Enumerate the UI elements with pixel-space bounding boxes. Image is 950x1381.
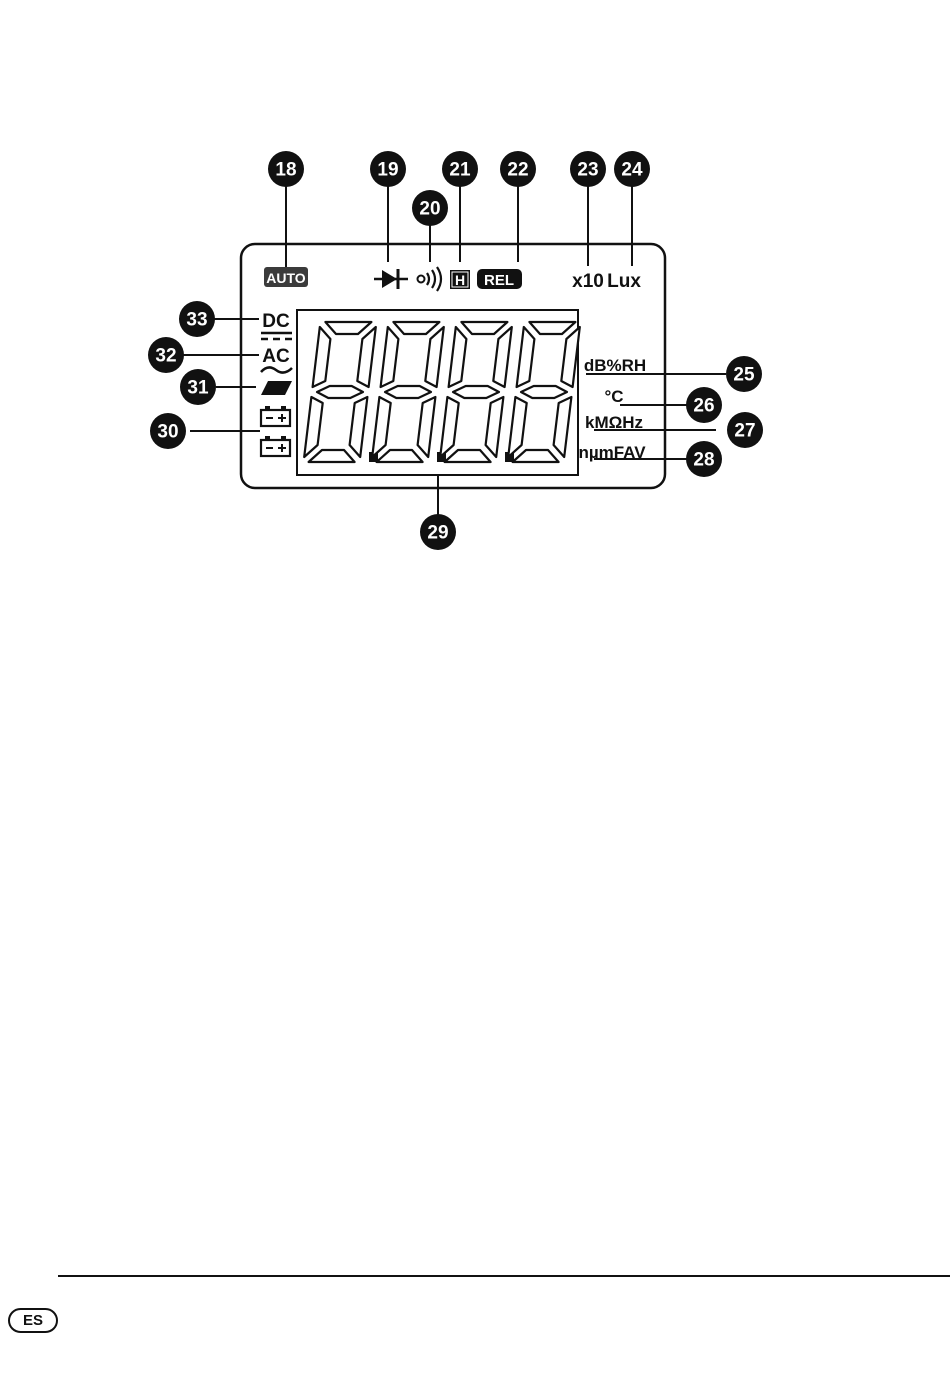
auto-indicator: AUTO — [264, 267, 308, 287]
callout-badge-23: 23 — [570, 151, 606, 187]
kmohz-label: kMΩHz — [585, 413, 643, 432]
callout-badge-22: 22 — [500, 151, 536, 187]
svg-text:22: 22 — [507, 160, 528, 181]
svg-text:DC: DC — [262, 311, 290, 332]
svg-text:REL: REL — [484, 272, 514, 289]
svg-text:28: 28 — [693, 450, 714, 471]
db-rh-label: dB%RH — [584, 356, 646, 375]
svg-text:AC: AC — [262, 346, 290, 367]
callout-badge-19: 19 — [370, 151, 406, 187]
svg-text:25: 25 — [733, 365, 755, 386]
callout-badge-33: 33 — [179, 301, 215, 337]
degc-label: °C — [604, 387, 623, 406]
svg-text:32: 32 — [155, 346, 176, 367]
callout-badge-29: 29 — [420, 514, 456, 550]
hold-indicator: H — [450, 270, 470, 289]
svg-text:21: 21 — [449, 160, 471, 181]
callout-badge-30: 30 — [150, 413, 186, 449]
callout-badge-25: 25 — [726, 356, 762, 392]
footer-rule — [58, 1275, 950, 1277]
svg-text:24: 24 — [621, 160, 643, 181]
callout-badge-28: 28 — [686, 441, 722, 477]
segment-g — [453, 386, 499, 398]
svg-text:33: 33 — [186, 310, 207, 331]
callout-badge-27: 27 — [727, 412, 763, 448]
segment-g — [521, 386, 567, 398]
svg-text:29: 29 — [427, 523, 448, 544]
svg-text:26: 26 — [693, 396, 714, 417]
callout-badge-18: 18 — [268, 151, 304, 187]
svg-text:30: 30 — [157, 422, 178, 443]
svg-text:AUTO: AUTO — [266, 270, 306, 286]
callout-badge-26: 26 — [686, 387, 722, 423]
lux-label: Lux — [607, 271, 641, 292]
segment-g — [317, 386, 363, 398]
svg-text:20: 20 — [419, 199, 440, 220]
svg-text:18: 18 — [275, 160, 296, 181]
callout-badge-31: 31 — [180, 369, 216, 405]
callout-badge-24: 24 — [614, 151, 650, 187]
callout-badge-21: 21 — [442, 151, 478, 187]
callout-badge-20: 20 — [412, 190, 448, 226]
svg-text:27: 27 — [734, 421, 755, 442]
svg-text:23: 23 — [577, 160, 598, 181]
rel-indicator: REL — [477, 269, 522, 289]
x10-label: x10 — [572, 271, 604, 292]
svg-text:19: 19 — [377, 160, 398, 181]
lcd-display-diagram: AUTO H REL x10 Lux DC AC — [0, 0, 950, 600]
language-badge: ES — [8, 1308, 58, 1333]
svg-text:31: 31 — [187, 378, 209, 399]
npmfav-label: nµmFAV — [578, 443, 646, 462]
svg-text:H: H — [455, 272, 465, 288]
callout-badge-32: 32 — [148, 337, 184, 373]
segment-g — [385, 386, 431, 398]
